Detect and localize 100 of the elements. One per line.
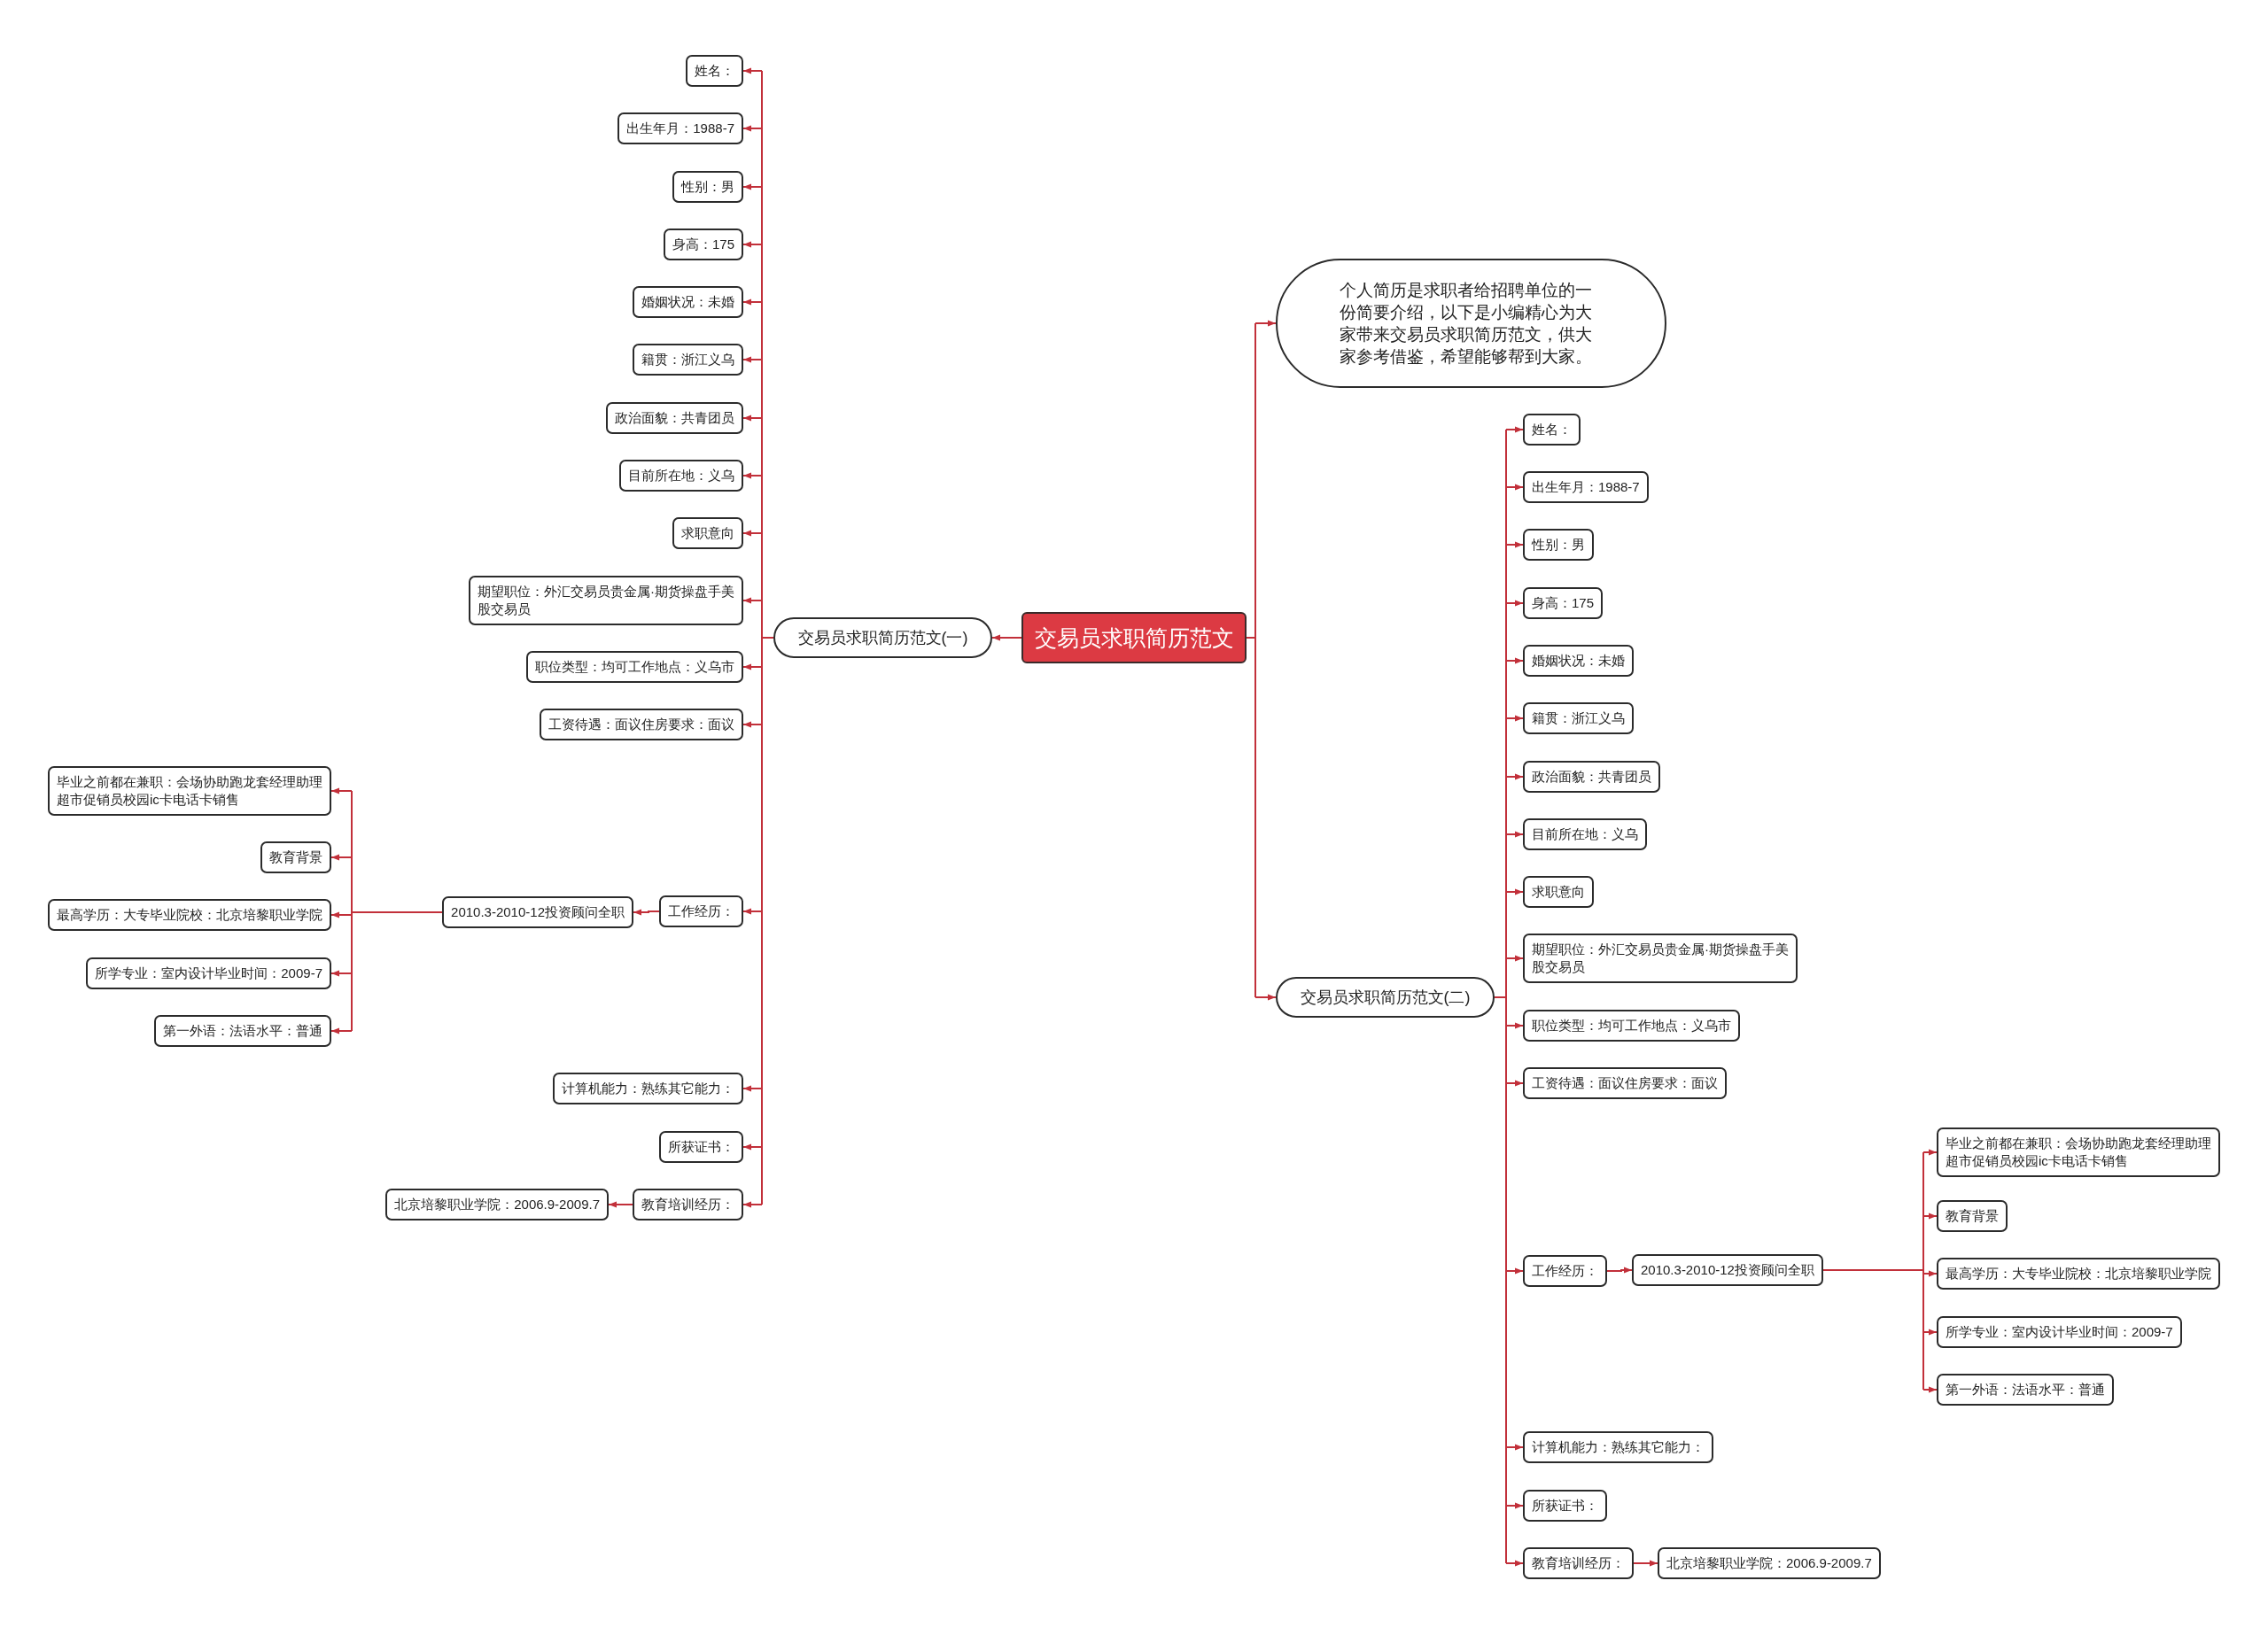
connector-arrow	[1505, 773, 1524, 780]
connector-arrow	[330, 970, 353, 977]
subtopic-box: 求职意向	[1523, 876, 1594, 908]
connector-arrow	[991, 634, 1022, 641]
summary-bubble: 个人简历是求职者给招聘单位的一份简要介绍，以下是小编精心为大家带来交易员求职简历范文，供大家参考借鉴，希望能够帮到大家。	[1276, 259, 1666, 388]
connector-arrow	[742, 597, 763, 604]
branch-topic-pill: 交易员求职简历范文(二)	[1276, 977, 1495, 1018]
connector-arrow	[633, 909, 660, 916]
connector-arrow	[330, 911, 353, 918]
connector-arrow	[742, 241, 763, 248]
subtopic-box: 性别：男	[672, 171, 743, 203]
connector-arrow	[330, 854, 353, 861]
subtopic-box: 工作经历：	[659, 895, 743, 927]
connector-arrow	[1505, 657, 1524, 664]
connector-arrow	[1505, 888, 1524, 895]
connector-arrow	[608, 1201, 633, 1208]
connector-arrow	[1505, 1267, 1524, 1275]
subtopic-box: 最高学历：大专毕业院校：北京培黎职业学院	[1937, 1258, 2220, 1290]
subtopic-box: 2010.3-2010-12投资顾问全职	[442, 896, 633, 928]
subtopic-box: 籍贯：浙江义乌	[1523, 702, 1634, 734]
subtopic-box: 所获证书：	[1523, 1490, 1607, 1522]
connector-arrow	[1922, 1329, 1938, 1336]
branch-topic-pill: 交易员求职简历范文(一)	[773, 617, 992, 658]
connector-line	[1494, 429, 1507, 1564]
subtopic-box: 身高：175	[1523, 587, 1604, 619]
subtopic-box: 所获证书：	[659, 1131, 743, 1163]
subtopic-box: 教育背景	[1937, 1200, 2008, 1232]
subtopic-box: 身高：175	[663, 229, 743, 260]
subtopic-box: 所学专业：室内设计毕业时间：2009-7	[86, 957, 331, 989]
subtopic-box: 最高学历：大专毕业院校：北京培黎职业学院	[48, 899, 331, 931]
connector-arrow	[742, 125, 763, 132]
connector-arrow	[1505, 955, 1524, 962]
subtopic-box: 工作经历：	[1523, 1255, 1607, 1287]
connector-arrow	[1505, 715, 1524, 722]
connector-arrow	[1505, 600, 1524, 607]
subtopic-box: 籍贯：浙江义乌	[633, 344, 743, 376]
connector-arrow	[1254, 994, 1277, 1001]
subtopic-box: 教育背景	[260, 841, 331, 873]
central-topic-box: 交易员求职简历范文	[1021, 612, 1247, 663]
connector-line	[1821, 1151, 1924, 1391]
connector-arrow	[742, 298, 763, 306]
connector-arrow	[1254, 320, 1277, 327]
connector-arrow	[742, 530, 763, 537]
connector-arrow	[1606, 1267, 1633, 1274]
connector-arrow	[1505, 1022, 1524, 1029]
connector-arrow	[742, 472, 763, 479]
connector-arrow	[1505, 1444, 1524, 1451]
connector-arrow	[742, 67, 763, 74]
connector-arrow	[1922, 1270, 1938, 1277]
connector-arrow	[1505, 831, 1524, 838]
connector-arrow	[742, 721, 763, 728]
connector-arrow	[742, 908, 763, 915]
subtopic-box: 婚姻状况：未婚	[1523, 645, 1634, 677]
subtopic-box: 第一外语：法语水平：普通	[1937, 1374, 2114, 1406]
connector-arrow	[742, 183, 763, 190]
subtopic-box: 目前所在地：义乌	[1523, 818, 1647, 850]
connector-arrow	[330, 787, 353, 794]
connector-arrow	[1505, 1080, 1524, 1087]
subtopic-box: 北京培黎职业学院：2006.9-2009.7	[1658, 1547, 1881, 1579]
connector-arrow	[1922, 1386, 1938, 1393]
subtopic-box: 北京培黎职业学院：2006.9-2009.7	[385, 1189, 609, 1220]
subtopic-box: 期望职位：外汇交易员贵金属·期货操盘手美股交易员	[469, 576, 743, 625]
subtopic-box: 工资待遇：面议住房要求：面议	[1523, 1067, 1727, 1099]
subtopic-box: 政治面貌：共青团员	[606, 402, 743, 434]
connector-arrow	[1922, 1149, 1938, 1156]
connector-arrow	[1505, 426, 1524, 433]
subtopic-box: 政治面貌：共青团员	[1523, 761, 1660, 793]
connector-line	[1246, 322, 1256, 998]
connector-arrow	[1505, 484, 1524, 491]
connector-arrow	[742, 356, 763, 363]
subtopic-box: 毕业之前都在兼职：会场协助跑龙套经理助理超市促销员校园ic卡电话卡销售	[48, 766, 331, 816]
subtopic-box: 2010.3-2010-12投资顾问全职	[1632, 1254, 1823, 1286]
connector-arrow	[330, 1027, 353, 1034]
subtopic-box: 计算机能力：熟练其它能力：	[1523, 1431, 1713, 1463]
subtopic-box: 工资待遇：面议住房要求：面议	[540, 709, 743, 740]
connector-arrow	[742, 415, 763, 422]
subtopic-box: 性别：男	[1523, 529, 1594, 561]
connector-arrow	[1922, 1213, 1938, 1220]
subtopic-box: 出生年月：1988-7	[1523, 471, 1649, 503]
connector-arrow	[742, 1085, 763, 1092]
subtopic-box: 教育培训经历：	[633, 1189, 743, 1220]
subtopic-box: 期望职位：外汇交易员贵金属·期货操盘手美股交易员	[1523, 934, 1798, 983]
subtopic-box: 教育培训经历：	[1523, 1547, 1634, 1579]
subtopic-box: 目前所在地：义乌	[619, 460, 743, 492]
connector-arrow	[742, 663, 763, 670]
subtopic-box: 职位类型：均可工作地点：义乌市	[526, 651, 743, 683]
subtopic-box: 所学专业：室内设计毕业时间：2009-7	[1937, 1316, 2182, 1348]
connector-line	[761, 70, 774, 1205]
connector-arrow	[1505, 1502, 1524, 1509]
connector-arrow	[1633, 1560, 1658, 1567]
subtopic-box: 计算机能力：熟练其它能力：	[553, 1073, 743, 1104]
subtopic-box: 姓名：	[686, 55, 743, 87]
subtopic-box: 婚姻状况：未婚	[633, 286, 743, 318]
subtopic-box: 毕业之前都在兼职：会场协助跑龙套经理助理超市促销员校园ic卡电话卡销售	[1937, 1127, 2220, 1177]
subtopic-box: 职位类型：均可工作地点：义乌市	[1523, 1010, 1740, 1042]
subtopic-box: 姓名：	[1523, 414, 1581, 446]
subtopic-box: 出生年月：1988-7	[617, 112, 743, 144]
subtopic-box: 求职意向	[672, 517, 743, 549]
subtopic-box: 第一外语：法语水平：普通	[154, 1015, 331, 1047]
connector-arrow	[1505, 541, 1524, 548]
